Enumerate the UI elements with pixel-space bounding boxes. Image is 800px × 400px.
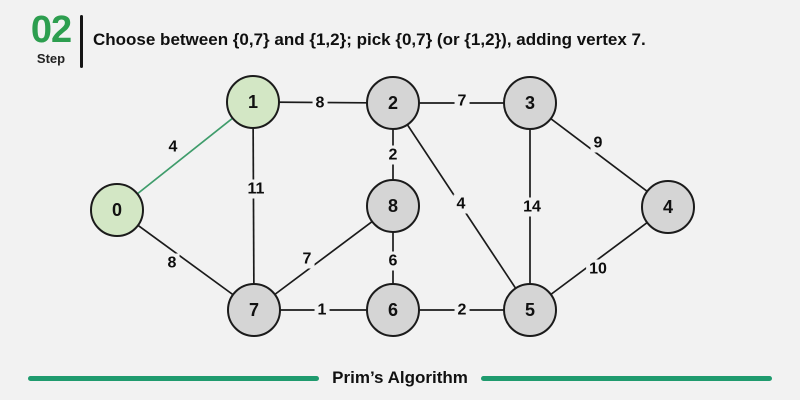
graph-node-2: 2 xyxy=(366,76,420,130)
edge-weight-7-6: 1 xyxy=(314,300,330,320)
graph-edge-4-5 xyxy=(529,206,669,311)
edge-weight-0-1: 4 xyxy=(165,137,181,157)
step-number: 02 xyxy=(30,9,72,51)
footer-title: Prim’s Algorithm xyxy=(332,368,468,387)
graph-node-0: 0 xyxy=(90,183,144,237)
graph-node-1: 1 xyxy=(226,75,280,129)
footer-rule-left xyxy=(28,375,320,381)
edge-weight-0-7: 8 xyxy=(164,253,180,273)
graph-node-4: 4 xyxy=(641,180,695,234)
graph-node-8: 8 xyxy=(366,179,420,233)
edge-weight-4-5: 10 xyxy=(586,259,610,279)
edge-weight-7-8: 7 xyxy=(299,249,315,269)
graph-node-7: 7 xyxy=(227,283,281,337)
header-divider xyxy=(80,15,83,68)
graph-edge-3-4 xyxy=(529,102,669,208)
edge-weight-2-3: 7 xyxy=(454,91,470,111)
edge-weight-6-5: 2 xyxy=(454,300,470,320)
edge-weight-2-5: 4 xyxy=(453,194,469,214)
header: 02 Step Choose between {0,7} and {1,2}; … xyxy=(0,0,800,80)
graph-edge-7-8 xyxy=(253,205,394,311)
edge-weight-3-4: 9 xyxy=(590,133,606,153)
step-description: Choose between {0,7} and {1,2}; pick {0,… xyxy=(93,30,646,49)
graph-node-3: 3 xyxy=(503,76,557,130)
footer: Prim’s Algorithm xyxy=(0,368,800,388)
edge-weight-1-7: 11 xyxy=(244,179,268,199)
edge-weight-3-5: 14 xyxy=(520,197,544,217)
footer-rule-right xyxy=(480,375,773,381)
step-block: 02 Step xyxy=(26,10,76,66)
step-label: Step xyxy=(36,51,66,66)
graph-node-6: 6 xyxy=(366,283,420,337)
edge-weight-8-6: 6 xyxy=(385,251,401,271)
graph-edge-0-1 xyxy=(116,101,254,211)
edge-weight-1-2: 8 xyxy=(312,93,328,113)
graph-edge-1-7 xyxy=(252,101,255,311)
edge-weight-2-8: 2 xyxy=(385,145,401,165)
graph-node-5: 5 xyxy=(503,283,557,337)
